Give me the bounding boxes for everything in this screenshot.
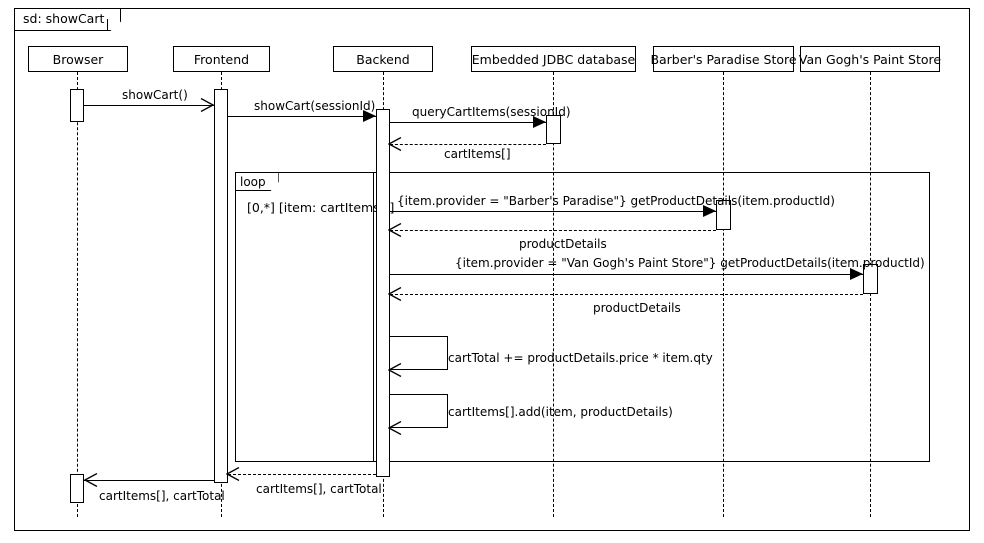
activation-browser-top: [70, 89, 84, 122]
participant-label: Backend: [356, 51, 410, 67]
activation-browser-bottom: [70, 474, 84, 503]
participant-browser[interactable]: Browser: [28, 46, 128, 72]
arrow-filled-vangogh-getproductdetails: [850, 268, 863, 280]
activation-jdbc: [546, 115, 561, 144]
message-label-showcart-sessionid: showCart(sessionId): [254, 99, 376, 113]
participant-label: Barber's Paradise Store: [650, 51, 797, 67]
message-line-cartitems-return: [390, 144, 546, 145]
message-label-frontend-browser-return: cartItems[], cartTotal: [99, 489, 225, 503]
activation-vangogh-store: [863, 264, 878, 294]
arrow-open-showcart: [200, 98, 214, 112]
message-label-self-cartitems-add: cartItems[].add(item, productDetails): [448, 405, 673, 419]
message-label-vangogh-getproductdetails: {item.provider = "Van Gogh's Paint Store…: [455, 256, 925, 270]
message-line-vangogh-getproductdetails: [390, 274, 863, 275]
arrow-open-self-carttotal: [388, 363, 402, 377]
arrow-open-self-cartitems-add: [388, 421, 402, 435]
message-line-frontend-browser-return: [84, 480, 214, 481]
message-label-vangogh-productdetails-return: productDetails: [593, 301, 681, 315]
message-label-showcart: showCart(): [122, 88, 188, 102]
participant-frontend[interactable]: Frontend: [173, 46, 270, 72]
arrow-filled-querycartitems: [533, 116, 546, 128]
message-line-barber-getproductdetails: [390, 211, 716, 212]
message-label-backend-frontend-return: cartItems[], cartTotal: [256, 482, 382, 496]
arrow-open-cartitems-return: [388, 137, 402, 151]
arrow-open-barber-productdetails-return: [388, 223, 402, 237]
participant-label: Browser: [52, 51, 104, 67]
message-label-barber-productdetails-return: productDetails: [519, 237, 607, 251]
arrow-open-vangogh-productdetails-return: [388, 287, 402, 301]
participant-backend[interactable]: Backend: [333, 46, 433, 72]
lifeline-browser: [77, 72, 78, 517]
message-line-showcart-sessionid: [228, 116, 376, 117]
diagram-frame: [14, 8, 970, 531]
arrow-filled-barber-getproductdetails: [703, 205, 716, 217]
participant-label: Embedded JDBC database: [471, 51, 636, 67]
message-label-querycartitems: queryCartItems(sessionId): [412, 105, 571, 119]
lifeline-vangogh-store: [870, 72, 871, 517]
participant-label: Frontend: [193, 51, 250, 67]
self-message-loop-carttotal: [390, 336, 448, 370]
fragment-operator-text: loop: [240, 174, 266, 189]
message-label-barber-getproductdetails: {item.provider = "Barber's Paradise"} ge…: [397, 194, 835, 208]
fragment-loop: loop: [235, 172, 374, 462]
diagram-title-tab: sd: showCart: [15, 9, 121, 31]
participant-vangogh-store[interactable]: Van Gogh's Paint Store: [798, 46, 942, 72]
message-line-backend-frontend-return: [228, 474, 376, 475]
fragment-guard-condition: [0,*] [item: cartItems[]]: [247, 200, 395, 215]
message-line-querycartitems: [390, 122, 546, 123]
message-line-barber-productdetails-return: [390, 230, 716, 231]
message-line-showcart: [84, 105, 214, 106]
message-label-cartitems-return: cartItems[]: [444, 147, 511, 161]
participant-barber-store[interactable]: Barber's Paradise Store: [650, 46, 797, 72]
arrow-open-frontend-browser-return: [84, 473, 98, 487]
arrow-filled-showcart-sessionid: [363, 110, 376, 122]
arrow-open-backend-frontend-return: [226, 467, 240, 481]
message-line-vangogh-productdetails-return: [390, 294, 863, 295]
message-label-self-carttotal: cartTotal += productDetails.price * item…: [448, 351, 713, 365]
self-message-loop-cartitems-add: [390, 394, 448, 428]
fragment-loop-extension: [374, 172, 930, 462]
participant-label: Van Gogh's Paint Store: [798, 51, 942, 67]
participant-jdbc[interactable]: Embedded JDBC database: [471, 46, 636, 72]
page-title: sd: showCart: [23, 11, 105, 27]
fragment-operator-label: loop: [236, 173, 279, 191]
activation-frontend: [214, 89, 228, 483]
activation-barber-store: [716, 200, 731, 230]
